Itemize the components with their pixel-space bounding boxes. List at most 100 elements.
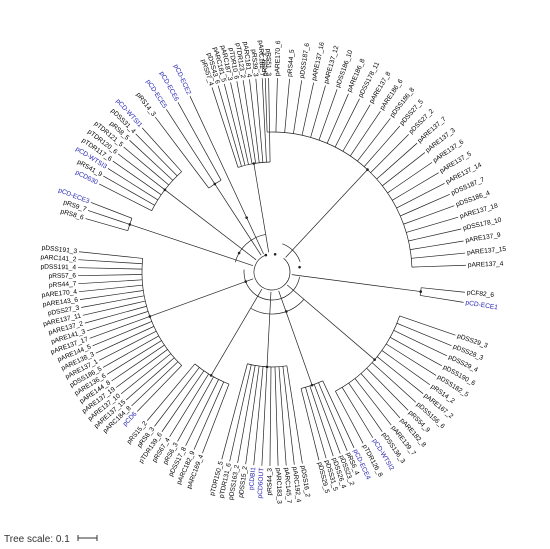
clade-l-leaf-branch-1 xyxy=(217,85,240,159)
clade-g-leaf-branch-21 xyxy=(78,259,143,265)
clade-g-leaf-branch-12 xyxy=(87,311,149,332)
clade-g-leaf-branch-20 xyxy=(78,267,127,270)
clade-e-sub-2 xyxy=(278,366,281,383)
clade-l-node xyxy=(252,162,256,165)
clade-g-leaf-branch-22 xyxy=(79,251,135,258)
clade-b-sub-1 xyxy=(420,295,429,298)
clade-b-leaf-branch-0 xyxy=(421,287,465,293)
clade-g-sub-10 xyxy=(144,321,152,325)
clade-e-sub-10 xyxy=(245,363,248,372)
clade-a-leaf-branch-22 xyxy=(416,228,462,240)
clade-g-sub-14 xyxy=(129,300,146,305)
clade-g-stem xyxy=(149,278,254,317)
clade-g-sub-7 xyxy=(151,335,159,341)
clade-i-leaf-branch-7 xyxy=(135,133,172,171)
clade-a-leaf-branch-1 xyxy=(275,78,278,125)
clade-l-sub-5 xyxy=(252,147,256,164)
clade-f-leaf-branch-0 xyxy=(202,383,230,454)
clade-h-node xyxy=(128,223,132,226)
clade-a-leaf-branch-9 xyxy=(342,104,371,152)
clade-h-sub-2 xyxy=(116,212,133,219)
clade-d-sub-4 xyxy=(305,387,309,396)
clade-g-sub-2 xyxy=(162,357,175,369)
clade-a-leaf-branch-4 xyxy=(303,82,315,128)
clade-g-sub-13 xyxy=(138,305,147,309)
clade-f-leaf-branch-5 xyxy=(161,383,196,432)
leaf-label: pRS44_7 xyxy=(49,281,77,290)
clade-c-sub-5 xyxy=(381,350,396,361)
clade-g-leaf-branch-7 xyxy=(102,339,153,368)
clade-g-sub-17 xyxy=(126,284,143,288)
backbone-arc-1 xyxy=(243,269,300,301)
clade-c-sub-1 xyxy=(396,322,405,327)
clade-i-leaf-branch-3 xyxy=(112,160,162,196)
leaf-label: pDSS15_2 xyxy=(238,465,249,498)
clade-l-sub-1 xyxy=(238,158,242,167)
backbone-arc-2 xyxy=(250,298,305,315)
clade-i-node xyxy=(163,188,167,192)
tree-branches xyxy=(78,78,466,466)
clade-g-leaf-branch-1 xyxy=(131,366,173,407)
clade-i-sub-5 xyxy=(156,174,169,186)
clade-e-node xyxy=(265,365,269,369)
leaf-label: pDSS178_10 xyxy=(462,217,502,233)
clade-g-leaf-branch-6 xyxy=(106,340,162,375)
internal-node-2 xyxy=(285,310,288,313)
clade-a-leaf-branch-15 xyxy=(382,152,426,187)
backbone-arc-3 xyxy=(234,234,266,263)
clade-l-leaf-branch-4 xyxy=(236,81,251,157)
clade-a-leaf-branch-10 xyxy=(354,110,381,150)
leaf-label: pARC145_7 xyxy=(283,467,293,504)
clade-a-stem xyxy=(285,169,368,258)
leaf-label: pRS44_5 xyxy=(287,49,296,77)
leaf-label: pCDBI1 xyxy=(248,466,257,490)
backbone-arc-4 xyxy=(282,243,301,262)
clade-l-sub-4 xyxy=(250,155,253,164)
leaf-label: pARC181_4 xyxy=(241,41,252,78)
clade-a-sub-7 xyxy=(326,135,331,144)
leaf-label: pCF82_6 xyxy=(467,289,495,299)
clade-d-sub-1 xyxy=(318,382,322,391)
clade-l-leaf-branch-7 xyxy=(255,78,263,155)
clade-c-leaf-branch-9 xyxy=(360,373,401,419)
clade-i-leaf-branch-6 xyxy=(129,140,174,181)
clade-d-leaf-branch-1 xyxy=(321,389,348,451)
internal-node-0 xyxy=(273,252,277,256)
clade-f-stem xyxy=(210,289,263,376)
clade-j-sub-1 xyxy=(210,177,216,185)
clade-f-sub-4 xyxy=(204,373,209,381)
tree-scale-bar: Tree scale: 0.1 xyxy=(4,534,98,545)
clade-i-sub-8 xyxy=(170,159,182,172)
clade-i-stem xyxy=(164,189,257,261)
clade-h-leaf-branch-2 xyxy=(90,202,118,213)
clade-i-leaf-branch-5 xyxy=(123,146,157,175)
clade-f-sub-5 xyxy=(194,370,205,385)
clade-i-sub-4 xyxy=(158,184,166,191)
leaf-label: pDSS16_2 xyxy=(299,465,311,498)
clade-k-node xyxy=(245,216,248,219)
clade-a-sub-22 xyxy=(408,238,417,242)
clade-g-leaf-branch-10 xyxy=(92,324,145,347)
clade-e-leaf-branch-2 xyxy=(279,382,287,466)
clade-i-sub-7 xyxy=(171,169,178,177)
clade-g-sub-5 xyxy=(151,344,165,355)
leaf-label: pARE137_4 xyxy=(468,261,504,269)
internal-node-3 xyxy=(244,280,247,283)
clade-e-leaf-branch-3 xyxy=(274,366,279,466)
clade-f-leaf-branch-1 xyxy=(193,389,221,450)
clade-c-leaf-branch-10 xyxy=(359,384,392,426)
clade-a-leaf-branch-8 xyxy=(342,98,360,133)
clade-a-sub-17 xyxy=(392,191,407,201)
clade-c-leaf-branch-12 xyxy=(341,387,374,438)
clade-f-leaf-branch-4 xyxy=(169,380,205,437)
clade-a-leaf-branch-0 xyxy=(264,78,268,133)
clade-g-leaf-branch-8 xyxy=(99,338,143,361)
clade-h-sub-1 xyxy=(122,221,130,225)
clade-e-sub-8 xyxy=(251,365,256,382)
clade-c-leaf-branch-7 xyxy=(377,367,417,403)
clade-c-sub-10 xyxy=(354,378,361,386)
clade-f-sub-7 xyxy=(189,363,196,371)
clade-e-leaf-branch-9 xyxy=(229,364,252,462)
